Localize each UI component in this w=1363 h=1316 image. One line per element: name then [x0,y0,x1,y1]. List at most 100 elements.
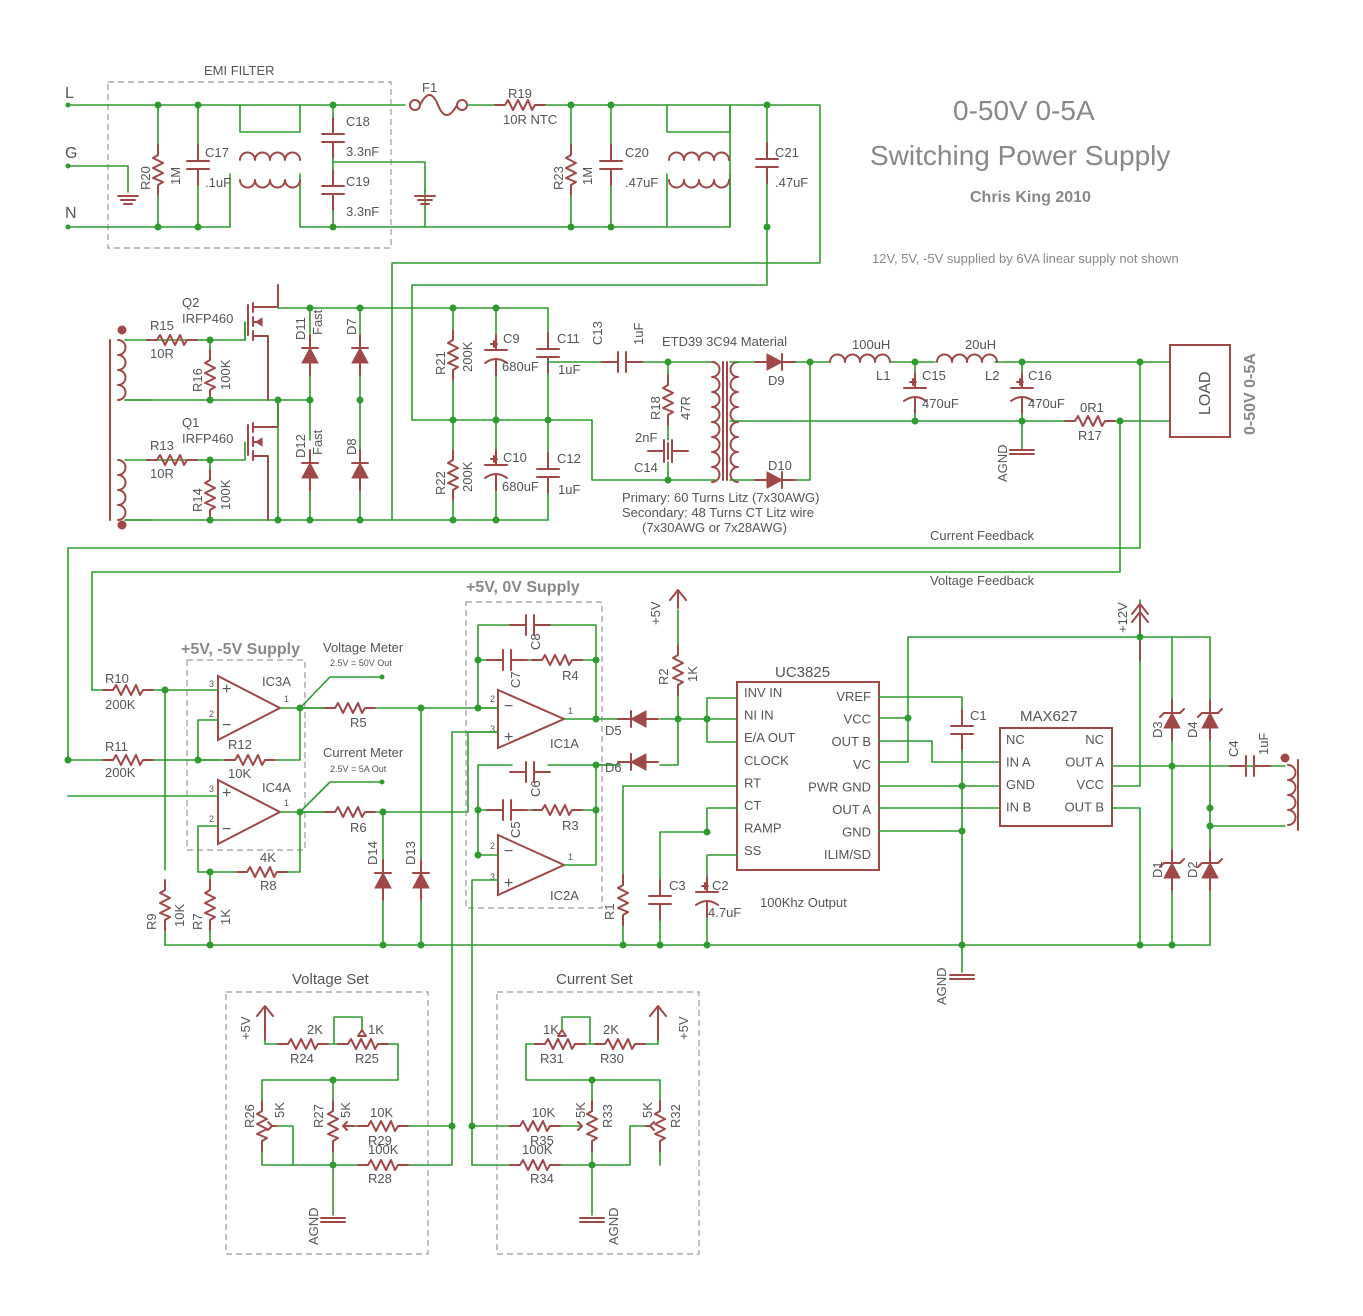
d1-label: D1 [1150,861,1165,878]
c10-label: C10 [503,450,527,465]
svg-text:−: − [222,821,231,838]
r9-value: 10K [172,904,187,927]
uc3825-right-pin-4: PWR GND [808,779,871,794]
ic1a-label: IC1A [550,736,579,751]
c10-value: 680uF [502,479,539,494]
r2-value: 1K [685,666,700,682]
r13-value: 10R [150,466,174,481]
r32-value: 5K [640,1102,655,1118]
r13-label: R13 [150,438,174,453]
mains-n-label: N [65,205,77,222]
r34-value: 100K [522,1142,553,1157]
uc3825-right-pin-2: OUT B [832,734,872,749]
mains-l-label: L [65,85,74,102]
r9-label: R9 [144,913,159,930]
svg-text:+: + [504,729,513,746]
r29-label: R29 [368,1133,392,1148]
r11-value: 200K [105,765,136,780]
r20-value: 1M [168,167,183,185]
max627-left-pin-3: IN B [1006,800,1031,815]
current-set: Current Set +5V 1K R31 2K R30 10K R35 10… [468,971,700,1255]
title-note: 12V, 5V, -5V supplied by 6VA linear supp… [872,251,1179,266]
title-block: 0-50V 0-5A Switching Power Supply Chris … [870,95,1179,266]
r24-value: 2K [307,1022,323,1037]
title-line1: 0-50V 0-5A [953,95,1095,126]
svg-text:2: 2 [490,694,495,704]
uc3825-label: UC3825 [775,664,830,681]
c6-label: C6 [528,780,543,797]
uc3825-left-pin-0: INV IN [744,685,782,700]
c16-value: 470uF [1028,396,1065,411]
c17-value: .1uF [205,175,231,190]
r16-label: R16 [190,368,205,392]
r15-value: 10R [150,346,174,361]
uc3825-right-pin-1: VCC [844,712,871,727]
r32-label: R32 [668,1104,683,1128]
d6-label: D6 [605,760,622,775]
r35-label: R35 [530,1133,554,1148]
r29-value: 10K [370,1105,393,1120]
svg-text:3: 3 [209,784,214,794]
r4-label: R4 [562,668,579,683]
r8-label: R8 [260,878,277,893]
current-meter-scale: 2.5V = 5A Out [330,764,387,774]
r30-value: 2K [603,1022,619,1037]
voltage-meter-label: Voltage Meter [323,640,404,655]
c18-value: 3.3nF [346,144,379,159]
d13-label: D13 [403,841,418,865]
r16-value: 100K [218,359,233,390]
c20-value: .47uF [625,175,658,190]
uc3825-right-pin-7: ILIM/SD [824,847,871,862]
supply-5v-0v-label: +5V, 0V Supply [466,579,580,596]
max627-right-pin-0: NC [1085,732,1104,747]
svg-text:2: 2 [209,709,214,719]
current-feedback-label: Current Feedback [930,528,1035,543]
diode-or: D5 D6 R2 1K +5V [595,589,738,775]
supply-5v-m5v-label: +5V, -5V Supply [181,641,300,658]
c20-label: C20 [625,145,649,160]
r7-label: R7 [190,913,205,930]
r31-label: R31 [540,1051,564,1066]
title-line2: Switching Power Supply [870,140,1170,171]
c21-label: C21 [775,145,799,160]
current-set-label: Current Set [556,971,634,988]
r20-label: R20 [138,166,153,190]
uc3825-left-pin-1: NI IN [744,708,774,723]
uc3825-left-pin-3: CLOCK [744,753,789,768]
r30-label: R30 [600,1051,624,1066]
c12-label: C12 [557,451,581,466]
svg-text:+: + [222,785,231,802]
svg-text:3: 3 [490,872,495,882]
r33-label: R33 [600,1104,615,1128]
svg-text:−: − [504,843,513,860]
svg-text:1: 1 [284,798,289,808]
r14-label: R14 [190,488,205,512]
voltage-meter-scale: 2.5V = 50V Out [330,658,392,668]
max627-right-pin-1: OUT A [1065,755,1104,770]
emi-filter-label: EMI FILTER [204,63,275,78]
q2-label: Q2 [182,295,199,310]
current-meter-label: Current Meter [323,745,404,760]
ic2a-label: IC2A [550,888,579,903]
d8-label: D8 [344,438,359,455]
uc3825-right-pin-0: VREF [836,689,871,704]
p5v-label-1: +5V [648,601,663,625]
uc3825-right-pin-5: OUT A [832,802,871,817]
q2-value: IRFP460 [182,311,233,326]
r24-label: R24 [290,1051,314,1066]
c13-label: C13 [590,321,605,345]
c19-value: 3.3nF [346,204,379,219]
r17-label: R17 [1078,428,1102,443]
agnd-label-3: AGND [306,1207,321,1245]
max627-left-pin-1: IN A [1006,755,1031,770]
c5-label: C5 [508,821,523,838]
r35-value: 10K [532,1105,555,1120]
d14-label: D14 [365,841,380,865]
svg-text:1: 1 [568,852,573,862]
r18-label: R18 [648,396,663,420]
r7-value: 1K [218,909,233,925]
r34-label: R34 [530,1171,554,1186]
half-bridge-section: Q2 IRFP460 Q1 IRFP460 R15 10R R13 10R R1… [109,284,549,530]
r22-label: R22 [433,471,448,495]
svg-text:1: 1 [568,706,573,716]
